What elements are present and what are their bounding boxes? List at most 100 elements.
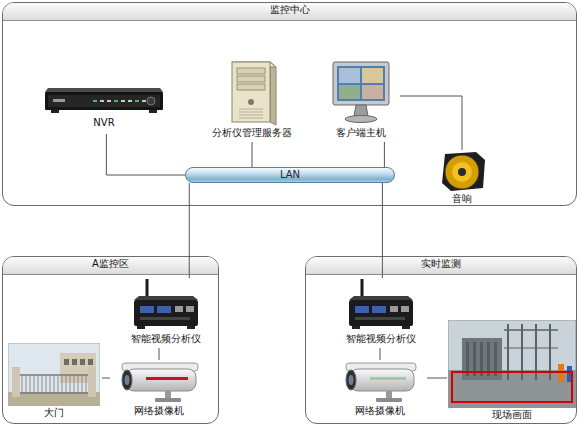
nvr-led xyxy=(142,100,146,102)
speaker-dust-cap xyxy=(458,168,466,176)
vent-line xyxy=(239,109,263,110)
radiator-fin xyxy=(494,342,497,376)
window xyxy=(80,359,85,365)
monitor-neck xyxy=(354,105,368,116)
node-label: 音响 xyxy=(452,192,472,205)
camera-icon xyxy=(340,360,420,404)
node-label: 智能视频分析仪 xyxy=(346,332,416,345)
network-cable xyxy=(159,348,160,360)
nvr-led xyxy=(107,100,111,102)
camera-glass xyxy=(349,375,354,385)
speaker-device: 音响 xyxy=(432,150,492,206)
vent-line xyxy=(239,112,263,113)
network-cable xyxy=(427,378,447,379)
video-window xyxy=(362,85,383,99)
icon-group xyxy=(122,363,198,402)
speaker-icon xyxy=(436,150,488,192)
box-foot xyxy=(352,326,360,329)
photo-border xyxy=(448,320,576,408)
icon-group xyxy=(448,320,576,408)
gate-bar xyxy=(42,375,43,393)
serial-port xyxy=(157,306,171,313)
box-icon xyxy=(131,278,201,332)
gate-pillar xyxy=(88,367,96,397)
box-icon xyxy=(346,278,416,332)
radiator-fin xyxy=(473,342,476,376)
monitor-frame xyxy=(333,62,389,105)
nvr-icon xyxy=(45,84,163,116)
window xyxy=(64,359,69,365)
nvr-led xyxy=(135,100,139,102)
camera-mount xyxy=(386,391,392,399)
gate-bar xyxy=(78,375,79,393)
zone-panel: 实时监测智能视频分析仪网络摄像机现场画面 xyxy=(305,256,577,424)
nvr-panel xyxy=(48,95,160,107)
icon-group xyxy=(349,279,413,329)
bus-bar xyxy=(504,329,558,331)
camera-mount xyxy=(165,391,171,399)
network-cable xyxy=(106,134,185,175)
network-cable xyxy=(102,378,110,379)
gate-pillar xyxy=(12,367,20,397)
monitor-screen xyxy=(337,66,385,101)
box-top xyxy=(349,296,413,300)
gate-bar xyxy=(34,375,35,393)
nvr-device: NVR xyxy=(45,84,163,134)
camera-housing xyxy=(350,369,414,391)
photo-ground xyxy=(8,392,100,406)
video-window xyxy=(362,68,383,83)
speaker-cone-inner xyxy=(452,162,472,182)
drive-bay xyxy=(237,68,265,74)
icon-group xyxy=(346,363,416,402)
nvr-led xyxy=(114,100,118,102)
gate-bar xyxy=(62,375,63,393)
monitor-base xyxy=(345,116,377,123)
serial-port xyxy=(140,306,154,313)
scene-icon xyxy=(448,320,576,408)
photo-border xyxy=(8,343,100,406)
serial-port xyxy=(355,306,369,313)
alarm-box xyxy=(452,372,572,402)
antenna xyxy=(145,279,148,298)
gate-bar xyxy=(22,375,23,393)
serial-port xyxy=(372,306,386,313)
photo-sky xyxy=(8,343,100,406)
camera-housing xyxy=(126,369,196,391)
gate-bar xyxy=(70,375,71,393)
server-front xyxy=(232,62,270,122)
vent-strip xyxy=(140,317,190,320)
scene-device: 现场画面 xyxy=(447,320,577,423)
server-side xyxy=(270,62,276,125)
node-label: 大门 xyxy=(44,406,64,419)
vent-line xyxy=(239,118,263,119)
drive-bay xyxy=(237,76,265,82)
radiator-fin xyxy=(480,342,483,376)
icon-group xyxy=(45,88,163,113)
node-label: LAN xyxy=(186,168,394,181)
icon-group xyxy=(333,62,389,123)
camera-bracket xyxy=(376,398,402,402)
icon-group xyxy=(232,62,276,125)
vent-line xyxy=(239,115,263,116)
network-port xyxy=(175,306,183,312)
icon-group xyxy=(8,343,100,406)
nvr-logo xyxy=(53,99,65,102)
network-cable xyxy=(380,348,381,360)
panel-title: 监控中心 xyxy=(3,3,576,16)
bus-bar xyxy=(504,348,558,349)
node-label: 现场画面 xyxy=(492,408,532,421)
node-label: 网络摄像机 xyxy=(134,404,184,417)
camera-bracket xyxy=(155,398,181,402)
box-top xyxy=(134,296,198,300)
box-foot xyxy=(402,326,410,329)
gate-icon xyxy=(8,343,100,406)
radiator-fin xyxy=(466,342,469,376)
window xyxy=(88,359,93,365)
nvr-foot xyxy=(149,110,157,113)
network-port xyxy=(186,306,194,312)
node-label: 客户端主机 xyxy=(336,126,386,139)
camera-icon xyxy=(116,360,202,404)
gate-bar xyxy=(50,375,51,393)
server-device: 分析仪管理服务器 xyxy=(203,60,301,142)
